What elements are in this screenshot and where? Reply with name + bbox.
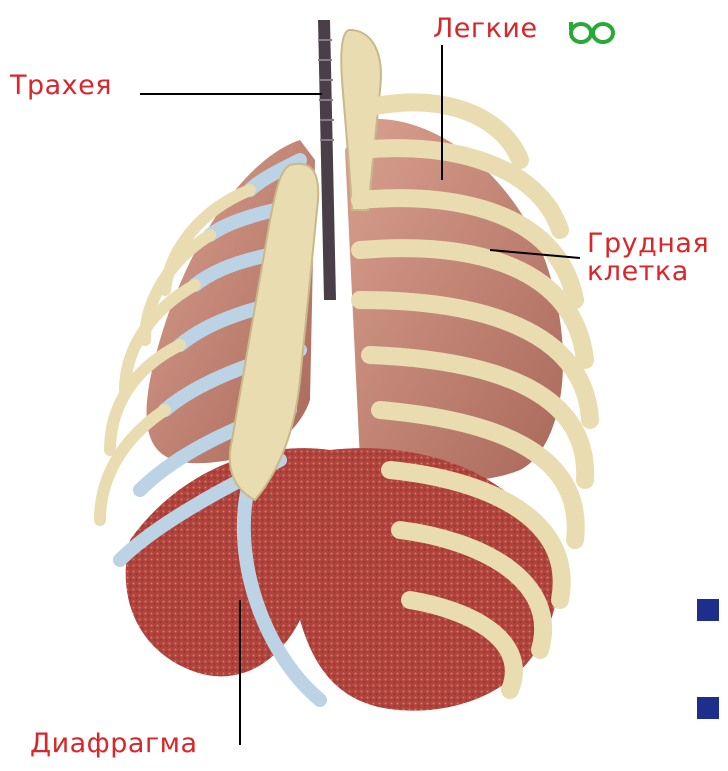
lungs-label: Легкие: [433, 15, 538, 43]
chest-label-line1: Грудная: [587, 230, 709, 258]
trachea: [318, 20, 336, 300]
trachea-label: Трахея: [10, 72, 112, 100]
bullet-square: [697, 697, 719, 719]
chest-label-line2: клетка: [587, 258, 709, 286]
chest-label: Грудная клетка: [587, 230, 709, 286]
diaphragm-label: Диафрагма: [30, 730, 198, 758]
bullet-square: [697, 599, 719, 621]
lungs-icon: [571, 22, 613, 42]
